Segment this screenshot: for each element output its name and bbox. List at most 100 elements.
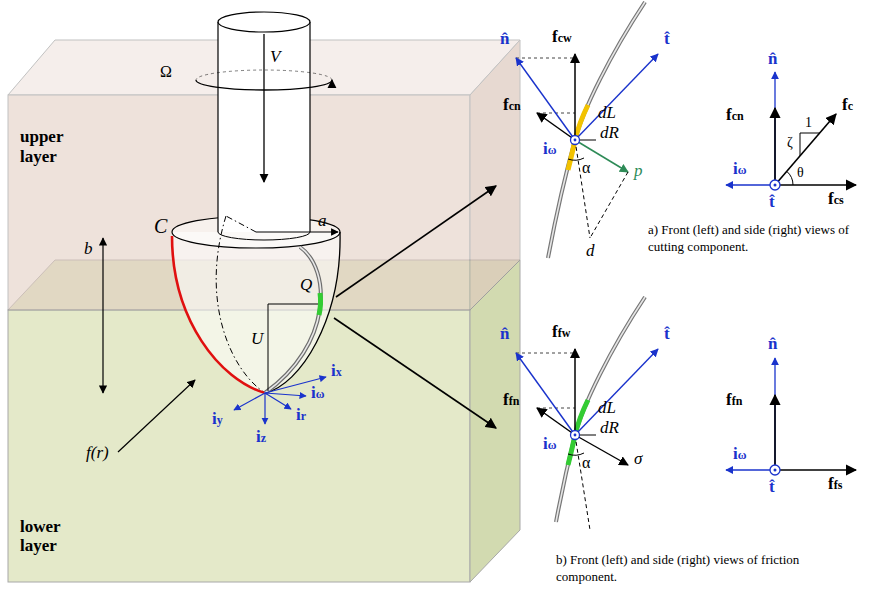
math-symbol: θ (797, 166, 804, 180)
illustration-line (102, 238, 103, 393)
math-symbol: V (270, 48, 280, 65)
unit-vector: iω (733, 160, 747, 177)
illustration-line (268, 304, 269, 391)
math-symbol: α (582, 160, 590, 176)
illustration-line (575, 54, 658, 140)
curve-name: C (154, 216, 167, 236)
illustration-line (590, 172, 628, 238)
unit-vector: ix (331, 362, 342, 379)
illustration-line (726, 469, 775, 470)
layer-name: upper layer (20, 127, 90, 166)
illustration-line (268, 304, 318, 305)
illustration-line (334, 318, 496, 428)
illustration-path (319, 293, 321, 315)
force-vector: fcn (726, 106, 744, 123)
layer-band: lower layer (8, 310, 470, 582)
force-vector: ffs (828, 475, 842, 492)
illustration-line (775, 469, 856, 471)
illustration-path (548, 2, 645, 258)
illustration-path (172, 232, 340, 393)
illustration-circle (774, 469, 777, 472)
illustration-circle (574, 434, 577, 437)
layer-name: lower layer (20, 517, 90, 556)
illustration-line (775, 184, 856, 186)
illustration-line (226, 216, 256, 232)
illustration-line (516, 353, 575, 435)
math-symbol: dR (600, 419, 619, 436)
math-symbol: ζ (787, 136, 793, 150)
illustration-line (264, 393, 265, 424)
unit-vector: iz (256, 428, 266, 445)
illustration-line (575, 349, 658, 435)
unit-vector: t̂ (769, 193, 775, 210)
illustration-path (568, 158, 584, 160)
friction-front-view (516, 297, 658, 530)
illustration-rect (218, 22, 310, 232)
illustration-line (575, 140, 590, 238)
illustration-circle (571, 136, 580, 145)
cutting-side-view (726, 72, 856, 190)
illustration-circle (770, 180, 780, 190)
illustration-line (774, 108, 776, 185)
force-vector: fcn (503, 96, 521, 113)
illustration-line (217, 22, 218, 232)
math-symbol: a (318, 212, 327, 229)
math-symbol: σ (634, 450, 642, 467)
unit-vector: n̂ (768, 335, 777, 352)
illustration-line (516, 58, 575, 59)
force-vector: ffn (503, 391, 519, 408)
force-vector: ffn (726, 391, 742, 408)
illustration-line (516, 58, 575, 140)
illustration-polygon (470, 260, 520, 582)
force-vector: fcs (828, 190, 844, 207)
math-symbol: f(r) (86, 444, 109, 461)
sub-caption: a) Front (left) and side (right) views o… (648, 222, 864, 256)
illustration-line (516, 353, 575, 354)
illustration-line (726, 184, 775, 185)
math-symbol: 1 (805, 116, 812, 130)
cutting-front-view (516, 2, 658, 258)
illustration-circle (770, 465, 780, 475)
unit-vector: iω (733, 445, 747, 462)
illustration-circle (774, 184, 777, 187)
illustration-path (172, 236, 265, 393)
illustration-line (265, 393, 291, 409)
layer-band: upper layer (8, 95, 470, 310)
math-symbol: U (251, 330, 263, 347)
illustration-line (336, 186, 496, 297)
unit-vector: iω (311, 384, 325, 401)
unit-vector: t̂ (664, 325, 670, 342)
illustration-line (537, 113, 575, 140)
illustration-path (265, 232, 340, 393)
illustration-ellipse (218, 12, 310, 32)
illustration-path (568, 453, 584, 455)
unit-vector: ir (296, 406, 306, 423)
illustration-line (263, 34, 264, 182)
illustration-line (265, 393, 306, 396)
illustration-path (196, 80, 332, 90)
illustration-circle (571, 431, 580, 440)
math-symbol: Q (300, 276, 312, 293)
unit-vector: iω (543, 435, 557, 452)
illustration-line (574, 349, 576, 435)
force-vector: fc (842, 96, 853, 113)
math-symbol: p (634, 162, 643, 179)
illustration-path (265, 247, 321, 393)
illustration-line (537, 408, 575, 435)
math-symbol: dL (598, 104, 616, 121)
illustration-polygon (470, 40, 520, 310)
illustration-line (118, 380, 195, 452)
illustration-line (234, 393, 265, 410)
illustration-path (548, 2, 645, 258)
unit-vector: t̂ (769, 478, 775, 495)
illustration-line (775, 114, 836, 185)
illustration-line (574, 54, 576, 140)
illustration-path (218, 232, 310, 240)
illustration-path (196, 70, 332, 80)
illustration-line (774, 72, 775, 185)
math-symbol: dL (598, 399, 616, 416)
math-symbol: d (586, 242, 595, 259)
math-symbol: dR (600, 124, 619, 141)
force-vector: fcw (552, 28, 572, 45)
